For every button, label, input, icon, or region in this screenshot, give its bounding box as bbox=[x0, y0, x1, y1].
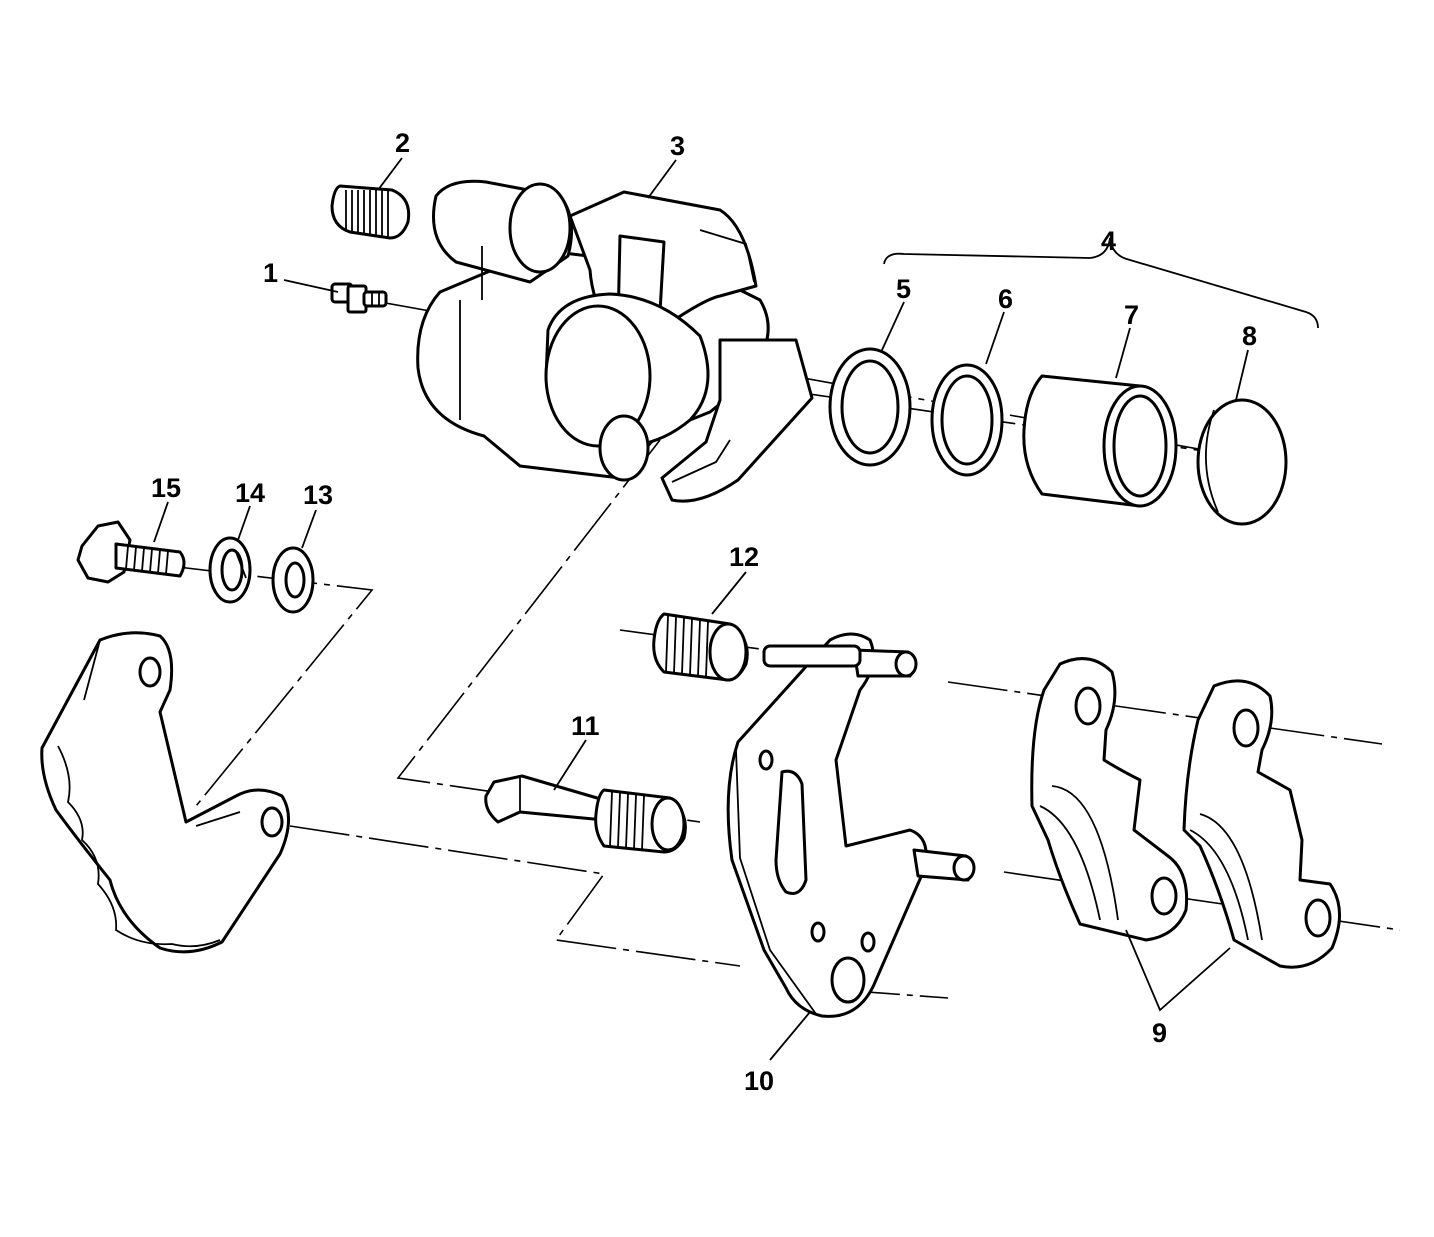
piston-seal-part bbox=[828, 347, 912, 467]
callout-9: 9 bbox=[1152, 1018, 1167, 1048]
callout-10: 10 bbox=[744, 1066, 774, 1096]
threaded-plug-part bbox=[330, 184, 411, 240]
callout-13: 13 bbox=[303, 480, 333, 510]
slide-boot-part bbox=[652, 612, 749, 682]
dust-seal-part bbox=[930, 363, 1004, 477]
brake-pad-inner-part bbox=[1030, 657, 1189, 942]
callout-11: 11 bbox=[571, 711, 600, 741]
callout-3: 3 bbox=[670, 131, 685, 161]
callout-14: 14 bbox=[235, 478, 265, 508]
mounting-bolt-part bbox=[76, 520, 186, 584]
caliper-bracket-part bbox=[726, 632, 976, 1018]
slide-pin-part bbox=[484, 774, 687, 854]
callout-4: 4 bbox=[1101, 226, 1116, 256]
callout-2: 2 bbox=[395, 128, 410, 158]
leader-lines bbox=[153, 157, 1319, 1061]
callout-numbers: 1 2 3 4 5 6 7 8 9 10 11 12 13 14 15 bbox=[151, 128, 1257, 1096]
callout-15: 15 bbox=[151, 473, 181, 503]
flat-washer-part bbox=[271, 546, 315, 614]
brake-pad-outer-part bbox=[1182, 679, 1342, 969]
callout-1: 1 bbox=[263, 258, 278, 288]
mounting-knuckle bbox=[40, 631, 290, 954]
callout-7: 7 bbox=[1124, 300, 1139, 330]
piston-part bbox=[1022, 374, 1178, 508]
piston-cap-part bbox=[1196, 398, 1288, 526]
callout-8: 8 bbox=[1242, 321, 1257, 351]
bleeder-valve-part bbox=[330, 282, 388, 314]
callout-5: 5 bbox=[896, 274, 911, 304]
caliper-body-part bbox=[416, 179, 814, 503]
lock-washer-part bbox=[208, 536, 252, 604]
callout-6: 6 bbox=[998, 284, 1013, 314]
callout-12: 12 bbox=[729, 542, 759, 572]
